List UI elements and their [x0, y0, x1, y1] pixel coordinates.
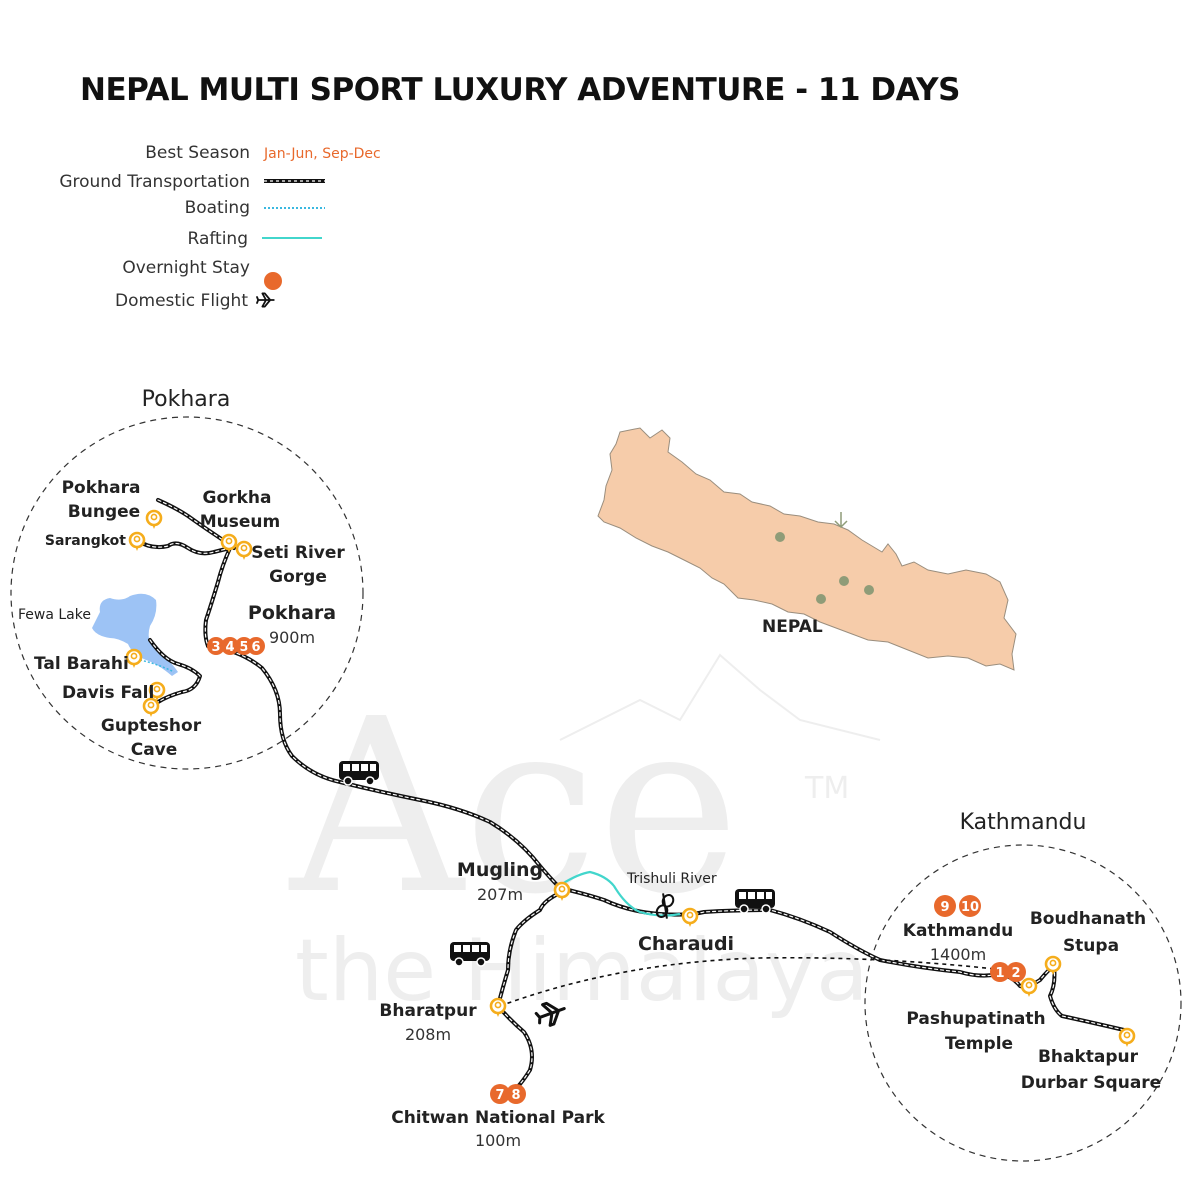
nepal-inset-map: NEPAL: [597, 427, 1017, 671]
watermark: Ace TM the Himalaya: [288, 653, 881, 1021]
pin-icon[interactable]: [235, 540, 253, 562]
legend-overnight-label: Overnight Stay: [122, 258, 250, 278]
nepal-north-arrow-icon: [834, 512, 848, 529]
label-pashupatinath-1: Pashupatinath: [906, 1009, 1045, 1029]
legend-overnight-dot: [264, 272, 282, 290]
label-boudhanath-2: Stupa: [1063, 936, 1119, 956]
label-bhaktapur-1: Bhaktapur: [1038, 1047, 1139, 1067]
label-gorkha-2: Museum: [200, 512, 280, 532]
overnight-day-badge: 10: [961, 900, 979, 915]
overnight-day-badge: 4: [225, 640, 234, 655]
label-pashupatinath-2: Temple: [945, 1034, 1013, 1054]
watermark-himalaya: the Himalaya: [295, 921, 869, 1021]
label-mugling-elev: 207m: [477, 885, 523, 904]
page-title: NEPAL MULTI SPORT LUXURY ADVENTURE - 11 …: [80, 72, 960, 108]
overnight-badges-pokhara: 3 4 5 6: [207, 637, 265, 655]
label-bharatpur-elev: 208m: [405, 1025, 451, 1044]
overnight-badges-chitwan: 7 8: [490, 1084, 526, 1104]
legend-ground-transport-label: Ground Transportation: [59, 172, 250, 192]
label-bhaktapur-2: Durbar Square: [1021, 1073, 1161, 1093]
label-fewa-lake: Fewa Lake: [18, 607, 91, 623]
pin-icon[interactable]: [1020, 977, 1038, 999]
overnight-day-badge: 7: [495, 1088, 504, 1103]
label-chitwan: Chitwan National Park: [391, 1108, 605, 1128]
label-davis-fall: Davis Fall: [62, 683, 154, 703]
label-sarangkot: Sarangkot: [45, 533, 126, 549]
label-seti-1: Seti River: [251, 543, 345, 563]
label-gupteshor-1: Gupteshor: [101, 716, 202, 736]
pin-icon[interactable]: [128, 531, 146, 553]
region-title-pokhara: Pokhara: [142, 387, 231, 412]
legend-best-season-value: Jan-Jun, Sep-Dec: [263, 146, 381, 162]
legend-rafting-label: Rafting: [188, 229, 249, 249]
nepal-dot-kathmandu: [839, 576, 849, 586]
pin-icon[interactable]: [145, 509, 163, 531]
overnight-day-badge: 1: [995, 966, 1004, 981]
label-seti-2: Gorge: [269, 567, 327, 587]
fewa-lake: [92, 593, 178, 676]
kathmandu-region-circle: [864, 844, 1182, 1162]
overnight-badges-kathmandu-a: 9 10: [934, 895, 981, 917]
overnight-day-badge: 3: [211, 640, 220, 655]
overnight-day-badge: 9: [940, 900, 949, 915]
pin-icon[interactable]: [125, 648, 143, 670]
label-kathmandu-city: Kathmandu: [903, 921, 1013, 941]
label-boudhanath-1: Boudhanath: [1030, 909, 1146, 929]
overnight-day-badge: 6: [251, 640, 260, 655]
label-trishuli-river: Trishuli River: [626, 871, 717, 887]
legend-boating-label: Boating: [185, 198, 250, 218]
flight-route: [499, 956, 1005, 1007]
label-kathmandu-elev: 1400m: [930, 945, 986, 964]
overnight-badges-kathmandu-b: 1 2: [990, 962, 1026, 982]
label-pokhara-bungee-1: Pokhara: [62, 478, 141, 498]
nepal-label: NEPAL: [762, 617, 823, 637]
label-gupteshor-2: Cave: [131, 740, 178, 760]
label-mugling: Mugling: [457, 859, 543, 881]
label-bharatpur: Bharatpur: [379, 1001, 477, 1021]
legend-domestic-flight-label: Domestic Flight: [115, 291, 248, 311]
nepal-dot-bhaktapur: [864, 585, 874, 595]
nepal-dot-chitwan: [816, 594, 826, 604]
label-charaudi: Charaudi: [638, 933, 734, 955]
label-chitwan-elev: 100m: [475, 1131, 521, 1150]
pin-icon[interactable]: [1118, 1027, 1136, 1049]
label-tal-barahi: Tal Barahi: [34, 654, 129, 674]
legend: Best Season Jan-Jun, Sep-Dec Ground Tran…: [59, 143, 380, 311]
label-pokhara-elev: 900m: [269, 628, 315, 647]
rafting-route: [561, 870, 681, 917]
rafting-icon: [655, 893, 675, 919]
legend-best-season-label: Best Season: [145, 143, 250, 163]
legend-plane-icon: [256, 292, 275, 308]
nepal-dot-pokhara: [775, 532, 785, 542]
label-gorkha-1: Gorkha: [203, 488, 272, 508]
overnight-day-badge: 2: [1011, 966, 1020, 981]
region-title-kathmandu: Kathmandu: [960, 810, 1087, 835]
pokhara-region-circle: [10, 416, 364, 770]
overnight-day-badge: 5: [239, 640, 248, 655]
nepal-country-shape: [597, 427, 1017, 671]
overnight-day-badge: 8: [511, 1088, 520, 1103]
boating-route: [139, 659, 175, 673]
label-pokhara-bungee-2: Bungee: [68, 502, 140, 522]
watermark-tm: TM: [804, 771, 849, 806]
label-pokhara-city: Pokhara: [248, 602, 336, 624]
